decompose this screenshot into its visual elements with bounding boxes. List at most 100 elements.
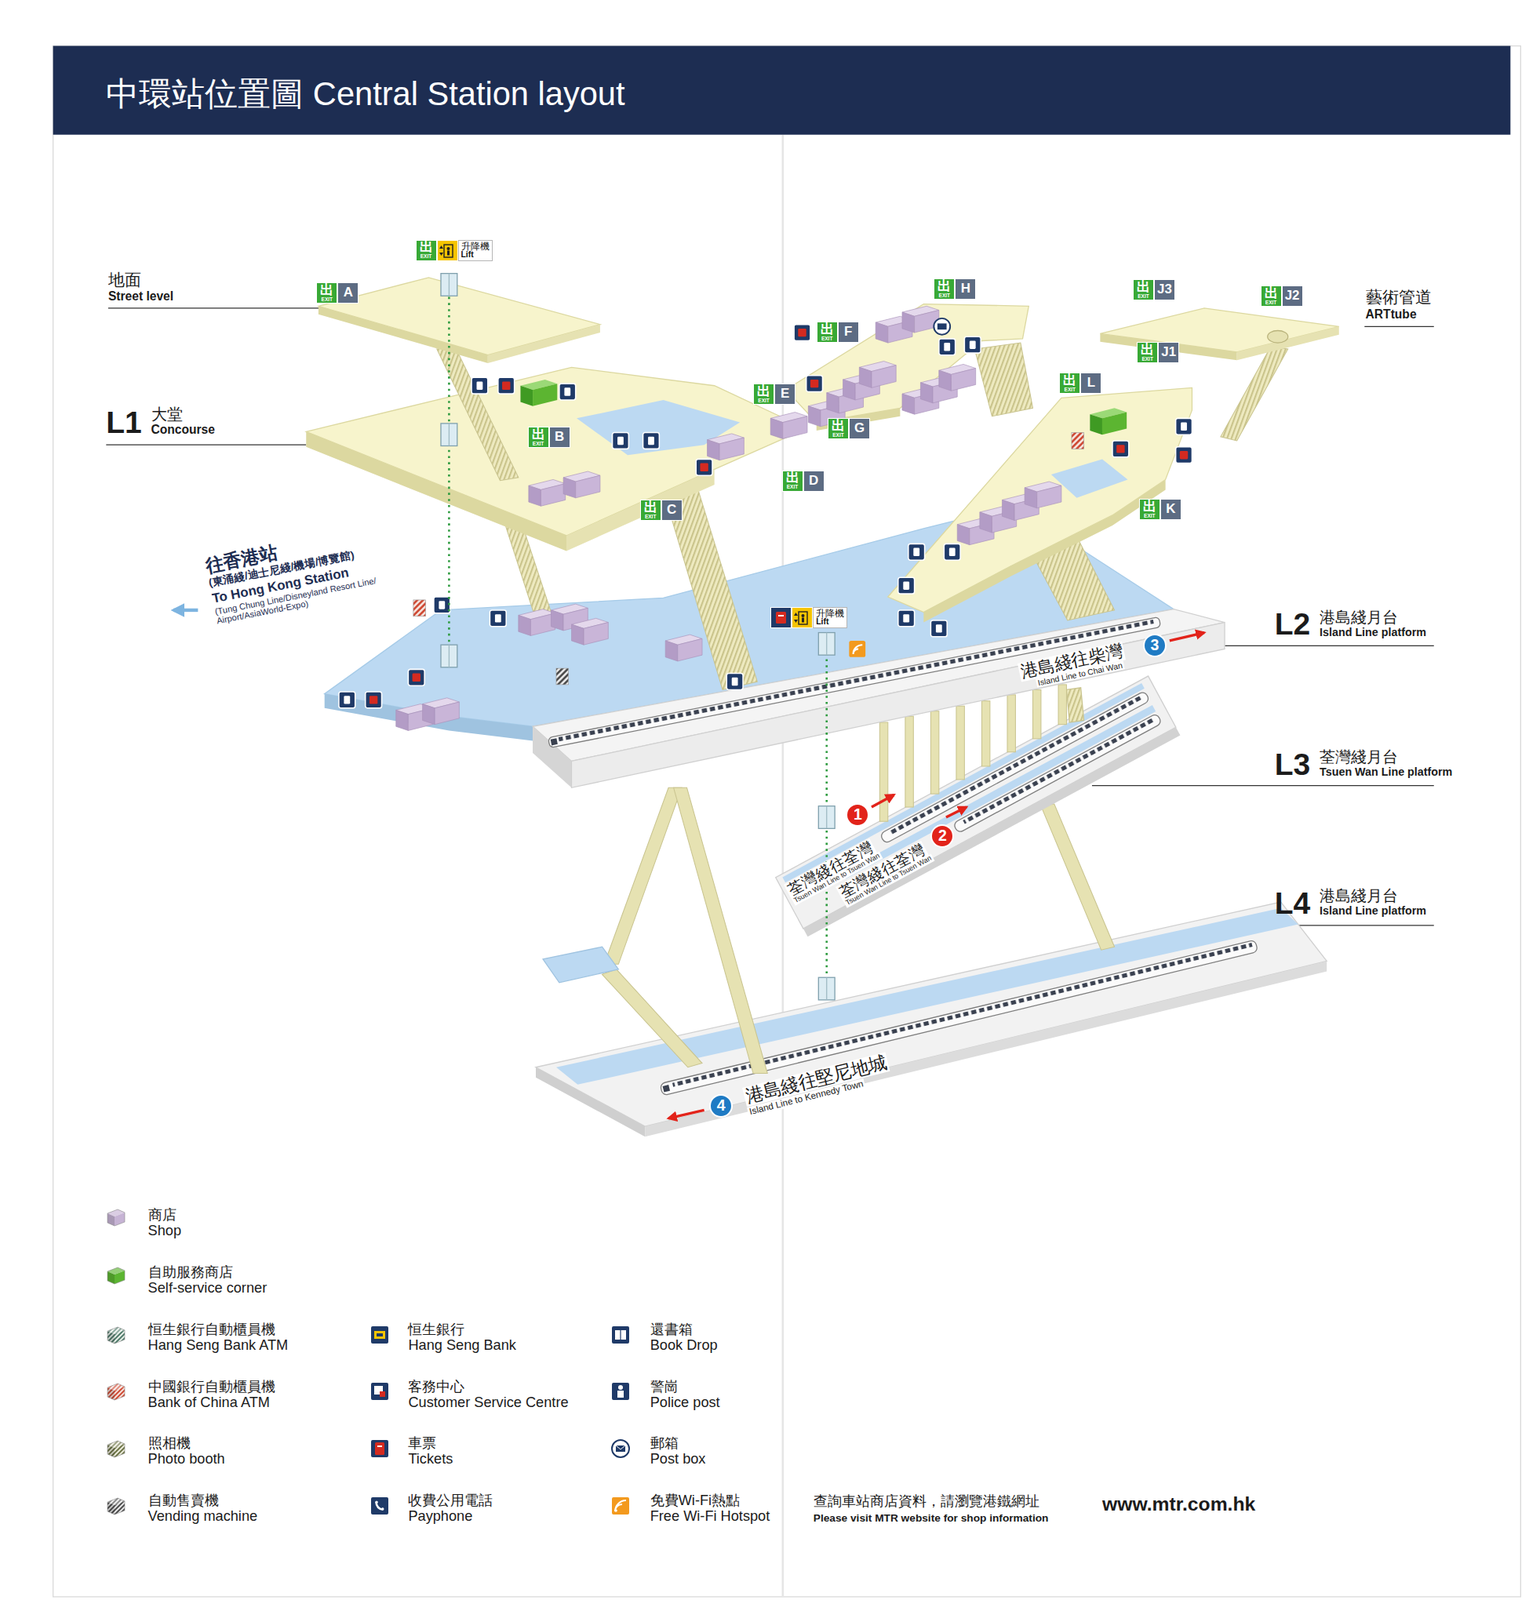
station-illustration [53, 46, 1522, 1598]
facility-icon [559, 383, 576, 401]
exit-letter-box: A [337, 282, 359, 304]
line-spacer [437, 1435, 456, 1450]
lift-label-box: 升降機Lift [458, 240, 493, 262]
exit-sign: 出EXIT [640, 499, 662, 521]
platform-l2 [324, 513, 1225, 788]
facility-icon [433, 597, 451, 614]
exit-sign: 出EXIT [527, 426, 550, 448]
exit-word: EXIT [939, 293, 951, 299]
legend-swatch [610, 1496, 631, 1517]
facility-icon [695, 458, 713, 476]
exit-letter: J2 [1285, 289, 1300, 303]
lift-symbol [437, 240, 458, 261]
exit-letter: B [554, 430, 565, 445]
pillar [905, 716, 914, 808]
facility-icon [612, 433, 630, 450]
level-code: L2 [1274, 607, 1311, 641]
ticket-symbol [771, 607, 791, 628]
legend-swatch [369, 1381, 390, 1402]
lift-chinese: 升降機 [461, 241, 490, 252]
shop [563, 471, 601, 499]
exit-letter: C [666, 503, 677, 517]
legend-swatch [369, 1496, 390, 1517]
facility-icon [643, 433, 660, 450]
legend-swatch [105, 1496, 127, 1517]
platform-l3 [803, 727, 1180, 937]
line-spacer [466, 1379, 572, 1394]
train [662, 1084, 670, 1093]
exit-letter-box: J3 [1154, 279, 1176, 301]
lift-badge: 升降機Lift [770, 607, 848, 629]
lift-icon [436, 240, 459, 262]
exit-character: 出 [1143, 500, 1157, 514]
footer-note: Please visit MTR website for shop inform… [813, 1513, 1049, 1526]
legend-text: 車票 Tickets [407, 1435, 456, 1468]
level-rule [105, 444, 306, 446]
legend-swatch [105, 1381, 127, 1402]
line-spacer [742, 1492, 774, 1508]
train [548, 617, 1162, 749]
facility-icon [1175, 418, 1193, 435]
facility-icon [1175, 447, 1193, 464]
exit-letter-box: H [954, 278, 976, 300]
platform-circle: 3 [1143, 633, 1167, 658]
legend-text: 自動售賣機 Vending machine [148, 1492, 262, 1525]
post-box-icon [937, 323, 947, 330]
title-text: 中環站位置圖 Central Station layout [105, 77, 625, 111]
lift-cabin [440, 273, 835, 1001]
exit-sign: 出EXIT [827, 418, 849, 440]
page-panel [53, 46, 1522, 1598]
lift-cabin [818, 633, 835, 656]
platform-l4 [556, 908, 1299, 1085]
line-spacer [276, 1379, 279, 1394]
exit-word: EXIT [832, 433, 844, 439]
exit-character: 出 [419, 240, 434, 255]
street-level [487, 324, 601, 364]
exit-letter: G [854, 422, 865, 436]
street-level [1267, 330, 1289, 343]
exit-letter-box: E [774, 383, 796, 405]
exit-letter: E [780, 387, 790, 401]
facility-icon [338, 324, 1193, 709]
legend-text: 收費公用電話 Payphone [407, 1492, 496, 1525]
lift-icon [791, 607, 813, 629]
exit-word: EXIT [1064, 387, 1076, 394]
concourse-l1 [305, 304, 1192, 623]
exit-sign: 出EXIT [753, 383, 775, 405]
lift-cabin [818, 977, 835, 1001]
level-code: L1 [105, 406, 142, 440]
exit-badge: 出EXIT B [527, 426, 571, 448]
exit-sign: 出EXIT [1139, 498, 1161, 521]
exit-badge: 出EXITD [782, 470, 825, 492]
direction-arrow [946, 807, 967, 818]
line-spacer [234, 1264, 271, 1279]
legend-swatch [105, 1265, 127, 1286]
exit-word: EXIT [757, 398, 769, 405]
shop [571, 618, 609, 645]
facility-icon [943, 543, 961, 561]
support-beam [602, 969, 703, 1068]
level-name: Concourse [151, 423, 215, 437]
escalator [1066, 688, 1084, 723]
level-name: 藝術管道 [1365, 288, 1432, 306]
exit-sign: 出EXIT [1136, 342, 1158, 364]
self-service-corner [1089, 407, 1127, 435]
level-rule [105, 308, 1434, 926]
legend-swatch [105, 1207, 127, 1228]
legend-text: 警崗 Police post [650, 1379, 724, 1411]
self-service-corner [520, 379, 1127, 435]
exit-word: EXIT [786, 484, 798, 491]
exit-badge: 出EXIT E [753, 383, 796, 405]
atm [413, 433, 1085, 685]
footer-note: 查詢車站商店資料，請瀏覽港鐵網址 [813, 1494, 1040, 1511]
website: www.mtr.com.hk [1102, 1494, 1256, 1516]
shop [528, 479, 566, 507]
facility-icon [407, 669, 425, 686]
level-rule [1364, 326, 1434, 328]
platform-l4 [535, 902, 1327, 1137]
exit-sign: 出EXIT [816, 321, 838, 343]
line-spacer [276, 1321, 292, 1337]
exit-badge: 出EXIT C [640, 499, 683, 521]
atm [1071, 433, 1085, 450]
pillar [1033, 689, 1042, 739]
